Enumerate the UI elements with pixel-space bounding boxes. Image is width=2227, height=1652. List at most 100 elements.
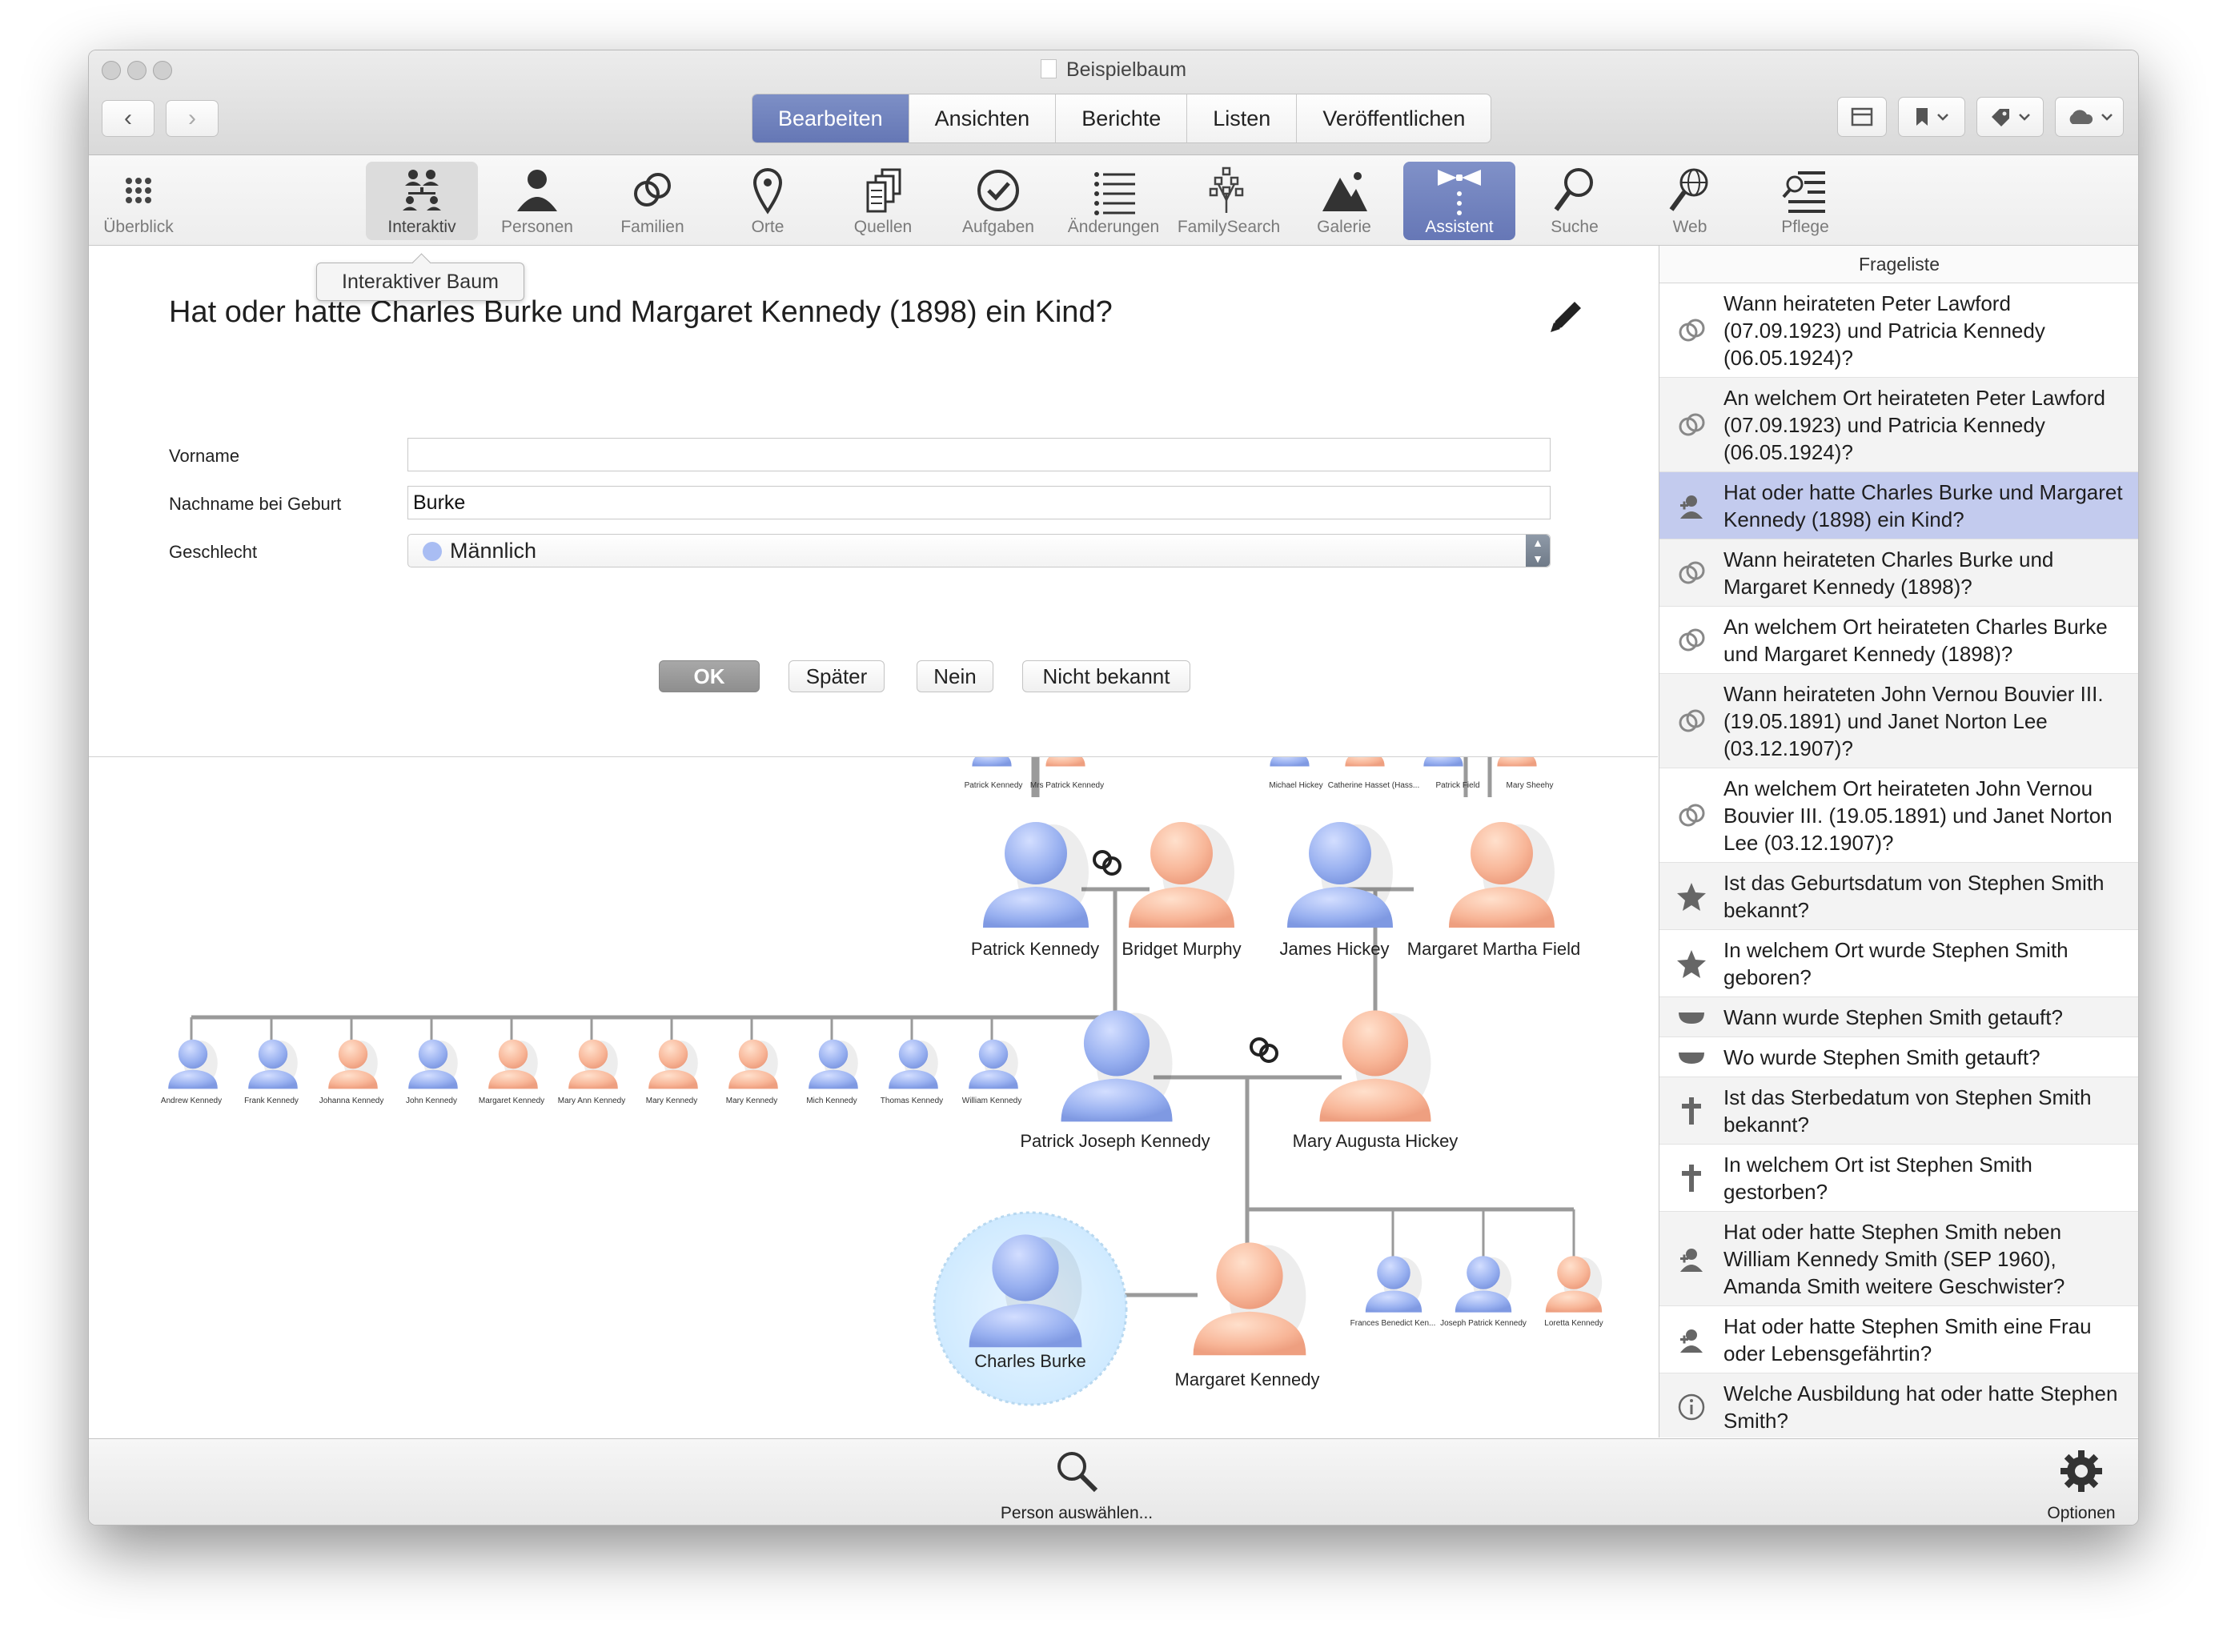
person-node-andrew-kennedy[interactable] (168, 1039, 218, 1089)
tree-canvas[interactable]: Patrick Kennedy Mrs Patrick Kennedy Mich… (89, 757, 1658, 1437)
person-node-mary-kennedy-1[interactable] (648, 1039, 698, 1089)
person-node-john-kennedy[interactable] (408, 1039, 458, 1089)
forward-button[interactable]: › (166, 100, 219, 137)
question-item-selected[interactable]: Hat oder hatte Charles Burke und Margare… (1659, 472, 2138, 539)
cloud-menu-button[interactable] (2055, 97, 2124, 137)
question-item[interactable]: Wann wurde Stephen Smith getauft? (1659, 997, 2138, 1037)
tree-label: Margaret Kennedy (1175, 1369, 1320, 1389)
question-item[interactable]: Wann heirateten Peter Lawford (07.09.192… (1659, 283, 2138, 378)
person-node-frances-benedict-kennedy[interactable] (1365, 1256, 1422, 1313)
tab-ansichten[interactable]: Ansichten (909, 94, 1057, 142)
grid-icon (126, 178, 151, 203)
toolbar-personen[interactable]: Personen (481, 162, 593, 240)
person-node-james-hickey[interactable] (1287, 822, 1393, 928)
person-node-mary-augusta-hickey[interactable] (1319, 1010, 1431, 1122)
question-item[interactable]: Wann heirateten John Vernou Bouvier III.… (1659, 674, 2138, 768)
toolbar-orte[interactable]: Orte (712, 162, 824, 240)
person-node-loretta-kennedy[interactable] (1545, 1256, 1603, 1313)
person-node-margaret-kennedy[interactable] (1193, 1242, 1306, 1356)
person-node-thomas-kennedy[interactable] (889, 1039, 938, 1089)
person-node-margaret-martha-field[interactable] (1449, 822, 1555, 928)
zoom-window-button[interactable] (153, 61, 172, 80)
marriage-rings-icon[interactable] (1093, 850, 1122, 876)
geschlecht-select[interactable]: Männlich ▲▼ (407, 534, 1551, 567)
tab-bearbeiten[interactable]: Bearbeiten (752, 94, 909, 142)
nachname-input[interactable] (407, 486, 1551, 519)
person-node-margaret-kennedy-sibling[interactable] (488, 1039, 538, 1089)
toolbar-aenderungen[interactable]: Änderungen (1057, 162, 1170, 240)
person-icon (517, 170, 557, 211)
toolbar-aufgaben[interactable]: Aufgaben (942, 162, 1054, 240)
list-icon (1094, 172, 1135, 215)
person-node-johanna-kennedy[interactable] (328, 1039, 378, 1089)
question-item[interactable]: An welchem Ort heirateten John Vernou Bo… (1659, 768, 2138, 863)
tree-label: Frank Kennedy (244, 1097, 299, 1105)
person-node-michael-hickey[interactable] (1270, 757, 1310, 767)
toolbar-galerie[interactable]: Galerie (1288, 162, 1400, 240)
tree-label: Mary Sheehy (1507, 781, 1554, 790)
tree-people-icon (403, 170, 441, 211)
question-item[interactable]: Wo wurde Stephen Smith getauft? (1659, 1037, 2138, 1077)
bookmark-menu-button[interactable] (1898, 97, 1965, 137)
toolbar-ueberblick[interactable]: Überblick (89, 162, 195, 240)
question-item[interactable]: An welchem Ort heirateten Charles Burke … (1659, 607, 2138, 674)
person-node-mary-sheehy[interactable] (1497, 757, 1537, 767)
minimize-window-button[interactable] (127, 61, 146, 80)
toolbar-interaktiv[interactable]: Interaktiv (366, 162, 478, 240)
person-node-catherine-hasset[interactable] (1345, 757, 1385, 767)
later-button[interactable]: Später (788, 660, 885, 692)
toolbar-pflege[interactable]: Pflege (1749, 162, 1861, 240)
question-item[interactable]: An welchem Ort heirateten Peter Lawford … (1659, 378, 2138, 472)
question-item[interactable]: In welchem Ort ist Stephen Smith gestorb… (1659, 1145, 2138, 1212)
question-text: Hat oder hatte Stephen Smith neben Willi… (1723, 1219, 2065, 1298)
toolbar-suche[interactable]: Suche (1519, 162, 1631, 240)
unknown-button[interactable]: Nicht bekannt (1022, 660, 1190, 692)
toolbar-quellen[interactable]: Quellen (827, 162, 939, 240)
pencil-edit-icon[interactable] (1546, 295, 1587, 337)
sidebar-toggle-button[interactable] (1837, 97, 1887, 137)
question-item[interactable]: Hat oder hatte Stephen Smith neben Willi… (1659, 1212, 2138, 1306)
question-item[interactable]: In welchem Ort wurde Stephen Smith gebor… (1659, 930, 2138, 997)
person-node-patrick-kennedy-top[interactable] (972, 757, 1012, 767)
question-item[interactable]: Hat oder hatte Stephen Smith eine Frau o… (1659, 1306, 2138, 1373)
toolbar-web[interactable]: Web (1634, 162, 1746, 240)
back-button[interactable]: ‹ (102, 100, 154, 137)
person-node-william-kennedy[interactable] (969, 1039, 1018, 1089)
question-item[interactable]: Ist das Geburtsdatum von Stephen Smith b… (1659, 863, 2138, 930)
tree-label: Mary Augusta Hickey (1293, 1131, 1459, 1151)
toolbar-assistent[interactable]: Assistent (1403, 162, 1515, 240)
person-node-mrs-patrick-kennedy[interactable] (1045, 757, 1085, 767)
top-generation (972, 757, 1537, 767)
options-button[interactable]: Optionen (2037, 1447, 2125, 1523)
person-node-patrick-field[interactable] (1423, 757, 1463, 767)
question-item[interactable]: Ist das Sterbedatum von Stephen Smith be… (1659, 1077, 2138, 1145)
interactive-tree[interactable]: Patrick Kennedy Mrs Patrick Kennedy Mich… (89, 757, 1658, 1437)
tab-berichte[interactable]: Berichte (1056, 94, 1188, 142)
person-node-mary-ann-kennedy[interactable] (568, 1039, 618, 1089)
question-item[interactable]: Welche Ausbildung hat oder hatte Stephen… (1659, 1373, 2138, 1437)
person-node-mich-kennedy[interactable] (809, 1039, 858, 1089)
person-node-patrick-joseph-kennedy[interactable] (1061, 1010, 1173, 1122)
question-text: Hat oder hatte Stephen Smith eine Frau o… (1723, 1313, 2092, 1365)
toolbar-label: Aufgaben (962, 218, 1034, 236)
toolbar-familien[interactable]: Familien (596, 162, 708, 240)
tree-label: Mary Kennedy (646, 1097, 697, 1105)
toolbar-familysearch[interactable]: FamilySearch (1173, 162, 1285, 240)
person-node-mary-kennedy-2[interactable] (728, 1039, 778, 1089)
search-icon (1554, 168, 1593, 211)
person-node-bridget-murphy[interactable] (1129, 822, 1234, 928)
person-node-joseph-patrick-kennedy[interactable] (1455, 1256, 1512, 1313)
no-button[interactable]: Nein (917, 660, 993, 692)
vorname-input[interactable] (407, 438, 1551, 471)
person-node-patrick-kennedy[interactable] (983, 822, 1089, 928)
tab-listen[interactable]: Listen (1187, 94, 1298, 142)
question-item[interactable]: Wann heirateten Charles Burke und Margar… (1659, 539, 2138, 607)
select-person-button[interactable]: Person auswählen... (989, 1447, 1165, 1523)
ok-button[interactable]: OK (659, 660, 760, 692)
label-menu-button[interactable] (1976, 97, 2044, 137)
tab-veroeffentlichen[interactable]: Veröffentlichen (1322, 106, 1466, 130)
close-window-button[interactable] (102, 61, 121, 80)
person-node-frank-kennedy[interactable] (248, 1039, 298, 1089)
toolbar-label: Änderungen (1067, 218, 1160, 236)
marriage-rings-icon[interactable] (1250, 1037, 1278, 1063)
